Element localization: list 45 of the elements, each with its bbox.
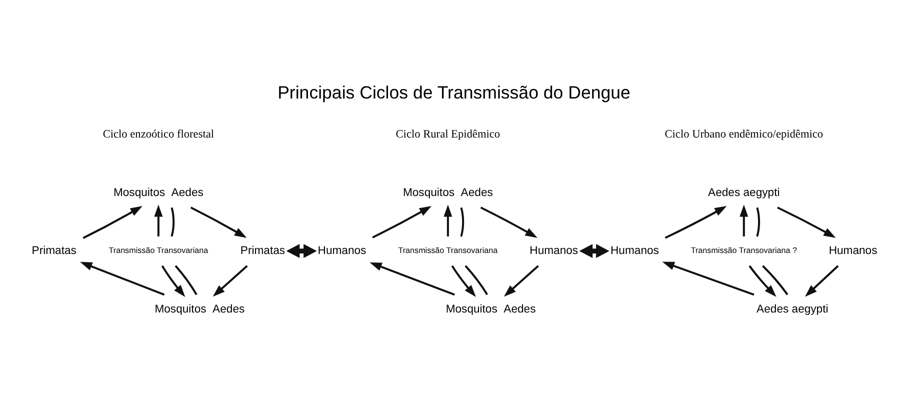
connector	[174, 265, 198, 296]
node-text: Transmissão Transovariana	[108, 246, 208, 256]
arrow	[451, 265, 476, 297]
connector	[756, 207, 760, 237]
node-text: Humanos	[318, 245, 366, 258]
arrow	[80, 262, 165, 296]
connector	[170, 207, 175, 237]
connector	[460, 207, 464, 237]
node-text: Mosquitos Aedes	[446, 303, 536, 316]
node-text: Mosquitos Aedes	[154, 303, 245, 316]
arrow	[740, 204, 748, 236]
label: Ciclo Rural Epidêmico	[396, 128, 500, 141]
arrow	[190, 206, 247, 238]
arrow	[480, 206, 538, 238]
arrow	[664, 206, 727, 239]
arrow	[154, 204, 163, 236]
label: Ciclo enzoótico florestal	[102, 128, 214, 141]
arrow	[82, 206, 142, 239]
node-text: Transmissão Transovariana	[398, 246, 498, 256]
arrow	[444, 204, 452, 236]
connector	[464, 265, 488, 296]
arrow	[161, 265, 186, 297]
arrow	[504, 265, 539, 297]
arrow	[777, 206, 836, 238]
arrow	[805, 265, 839, 297]
node-text: Mosquitos Aedes	[113, 186, 204, 199]
node-text: Humanos	[610, 245, 659, 258]
node-text: Primatas	[240, 245, 286, 258]
node-text: Humanos	[828, 245, 878, 258]
arrow	[579, 244, 610, 258]
arrow	[370, 262, 455, 296]
node-text: Primatas	[32, 245, 76, 258]
node-text: Mosquitos Aedes	[402, 186, 493, 199]
connector	[762, 265, 788, 296]
arrow	[748, 265, 776, 297]
label: Ciclo Urbano endêmico/epidêmico	[664, 128, 824, 141]
node-text: Transmissão Transovariana ?	[690, 246, 797, 256]
node-text: Humanos	[530, 245, 578, 258]
arrow	[372, 206, 432, 238]
arrow	[286, 244, 317, 258]
diagram-title: Principais Ciclos de Transmissão do Dengue	[278, 82, 630, 103]
node-text: Aedes aegypti	[708, 186, 780, 199]
arrow	[662, 262, 754, 296]
node-text: Aedes aegypti	[756, 303, 828, 316]
arrow	[212, 265, 248, 297]
